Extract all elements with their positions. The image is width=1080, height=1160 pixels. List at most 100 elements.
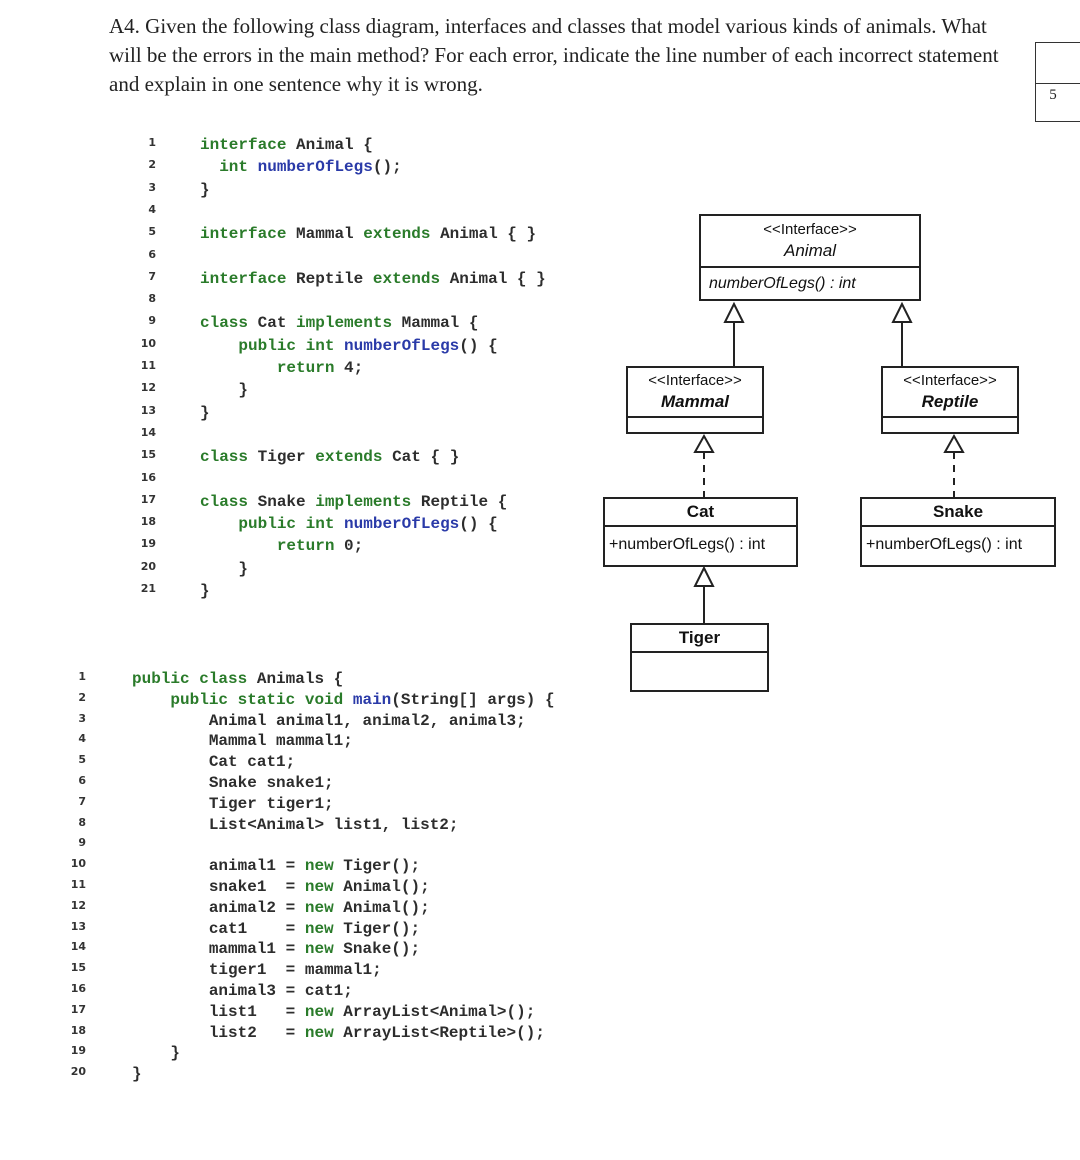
main-code-line-text: } (132, 1065, 142, 1084)
reptile-name: Reptile (921, 392, 979, 411)
mammal-name: Mammal (660, 392, 730, 411)
interfaces-code-line-text: return 0; (276, 537, 364, 556)
main-code-line-number: 15 (70, 961, 86, 975)
animal-operation: numberOfLegs() : int (709, 275, 856, 292)
interfaces-code-line-number: 13 (140, 403, 156, 417)
marks-divider (1036, 83, 1080, 84)
interfaces-code-line-number: 5 (148, 225, 156, 239)
interfaces-code-line-text: interface Animal { (200, 136, 373, 154)
interfaces-code-line-number: 9 (148, 314, 156, 328)
uml-mammal-interface: <<Interface>> Mammal (626, 366, 764, 434)
main-code-line-number: 16 (70, 982, 86, 995)
interfaces-code-line-text: } (200, 582, 210, 600)
interfaces-code-line-text: interface Mammal extends Animal { } (200, 225, 537, 244)
main-code-line-text: animal2 = new Animal(); (208, 898, 430, 917)
mammal-extends-animal-arrow (723, 301, 745, 323)
main-code-line-number: 2 (78, 690, 86, 704)
main-code-line-text: public class Animals { (132, 670, 344, 688)
main-code-line-number: 3 (78, 711, 86, 725)
cat-implements-mammal-arrow (693, 433, 715, 453)
interfaces-code-line-text: class Snake implements Reptile { (200, 492, 508, 511)
main-code-line-text: list1 = new ArrayList<Animal>(); (208, 1002, 536, 1021)
interfaces-code-line-number: 8 (148, 292, 156, 306)
animal-stereotype: <<Interface>> (763, 221, 857, 238)
uml-animal-interface: <<Interface>> Animal numberOfLegs() : in… (699, 214, 921, 301)
tiger-extends-cat-arrow (693, 565, 715, 587)
main-code-line-text: mammal1 = new Snake(); (208, 940, 421, 959)
main-code-line-number: 11 (70, 878, 86, 891)
main-code-line-number: 10 (70, 857, 86, 871)
marks-box: 5 (1035, 42, 1080, 122)
cat-name: Cat (686, 502, 715, 521)
tiger-name: Tiger (678, 628, 721, 647)
interfaces-code-line-number: 1 (148, 136, 156, 149)
main-code-line-number: 1 (78, 670, 86, 683)
main-code-line-number: 7 (78, 794, 86, 808)
interfaces-code-line-number: 2 (148, 158, 156, 172)
interfaces-code-line-text: interface Reptile extends Animal { } (200, 269, 546, 288)
main-code-line-number: 9 (78, 836, 86, 850)
main-code-line-text: list2 = new ArrayList<Reptile>(); (208, 1023, 545, 1042)
interfaces-code-line-text: } (200, 180, 210, 199)
interfaces-code-line-text: } (238, 381, 249, 400)
interfaces-code-line-number: 17 (140, 492, 156, 506)
interfaces-code-line-text: public int numberOfLegs() { (238, 515, 498, 534)
interfaces-code-line-number: 12 (140, 381, 156, 395)
snake-implements-reptile-arrow (943, 433, 965, 453)
main-code-line-text: cat1 = new Tiger(); (208, 919, 421, 938)
interfaces-code-line-number: 15 (140, 448, 156, 462)
main-code-line-text: Tiger tiger1; (208, 794, 334, 813)
uml-cat-class: Cat +numberOfLegs() : int (603, 497, 798, 567)
main-code-line-number: 4 (78, 732, 86, 746)
main-code-line-text: Snake snake1; (208, 774, 334, 792)
interfaces-code-line-number: 4 (148, 202, 156, 216)
uml-tiger-class: Tiger (630, 623, 769, 692)
interfaces-code-line-number: 6 (148, 247, 156, 261)
question-text: A4. Given the following class diagram, i… (109, 14, 999, 96)
main-code-line-number: 14 (70, 940, 86, 954)
interfaces-code-line-number: 20 (140, 559, 156, 573)
main-code-line-number: 13 (70, 919, 86, 933)
marks-value: 5 (1049, 87, 1057, 103)
main-code-line-number: 20 (70, 1065, 86, 1079)
main-code-line-number: 8 (78, 815, 86, 829)
main-code-line-text: snake1 = new Animal(); (208, 878, 430, 896)
reptile-extends-animal-arrow (891, 301, 913, 323)
interfaces-code-line-text: int numberOfLegs(); (219, 158, 402, 177)
interfaces-code-line-number: 18 (140, 515, 156, 529)
interfaces-code-line-text: public int numberOfLegs() { (238, 336, 498, 355)
snake-operation: +numberOfLegs() : int (866, 536, 1023, 553)
uml-snake-class: Snake +numberOfLegs() : int (860, 497, 1056, 567)
main-code-line-text: Animal animal1, animal2, animal3; (208, 711, 526, 730)
main-code-line-number: 18 (70, 1023, 86, 1037)
main-code-line-number: 6 (78, 774, 86, 787)
main-code-line-text: public static void main(String[] args) { (170, 690, 555, 709)
cat-operation: +numberOfLegs() : int (609, 536, 766, 553)
interfaces-code-line-text: class Tiger extends Cat { } (200, 448, 460, 467)
interfaces-code-line-number: 11 (140, 359, 156, 372)
mammal-stereotype: <<Interface>> (648, 372, 742, 389)
interfaces-code-line-number: 10 (140, 336, 156, 350)
main-code-line-text: Mammal mammal1; (208, 732, 353, 751)
interfaces-code-line-text: } (238, 559, 249, 578)
interfaces-code-line-number: 21 (140, 582, 156, 595)
main-code-line-text: Cat cat1; (208, 753, 296, 772)
interfaces-code-line-text: class Cat implements Mammal { (200, 314, 479, 333)
main-code-line-text: List<Animal> list1, list2; (208, 815, 459, 834)
interfaces-code-line-number: 3 (148, 180, 156, 194)
main-code-line-text: animal3 = cat1; (208, 982, 353, 1000)
uml-reptile-interface: <<Interface>> Reptile (881, 366, 1019, 434)
main-code-line-number: 5 (78, 753, 86, 767)
main-code-line-number: 19 (70, 1044, 86, 1058)
interfaces-code-line-text: return 4; (276, 359, 364, 377)
animal-name: Animal (784, 241, 836, 260)
interfaces-code-line-number: 7 (148, 269, 156, 283)
main-code-line-text: animal1 = new Tiger(); (208, 857, 421, 876)
main-code-line-text: } (170, 1044, 181, 1063)
main-code-line-number: 12 (70, 898, 86, 912)
interfaces-code-line-number: 16 (140, 470, 156, 484)
main-code-line-text: tiger1 = mammal1; (208, 961, 382, 980)
interfaces-code-line-number: 19 (140, 537, 156, 551)
main-code-line-number: 17 (70, 1002, 86, 1016)
interfaces-code-line-number: 14 (140, 425, 156, 439)
